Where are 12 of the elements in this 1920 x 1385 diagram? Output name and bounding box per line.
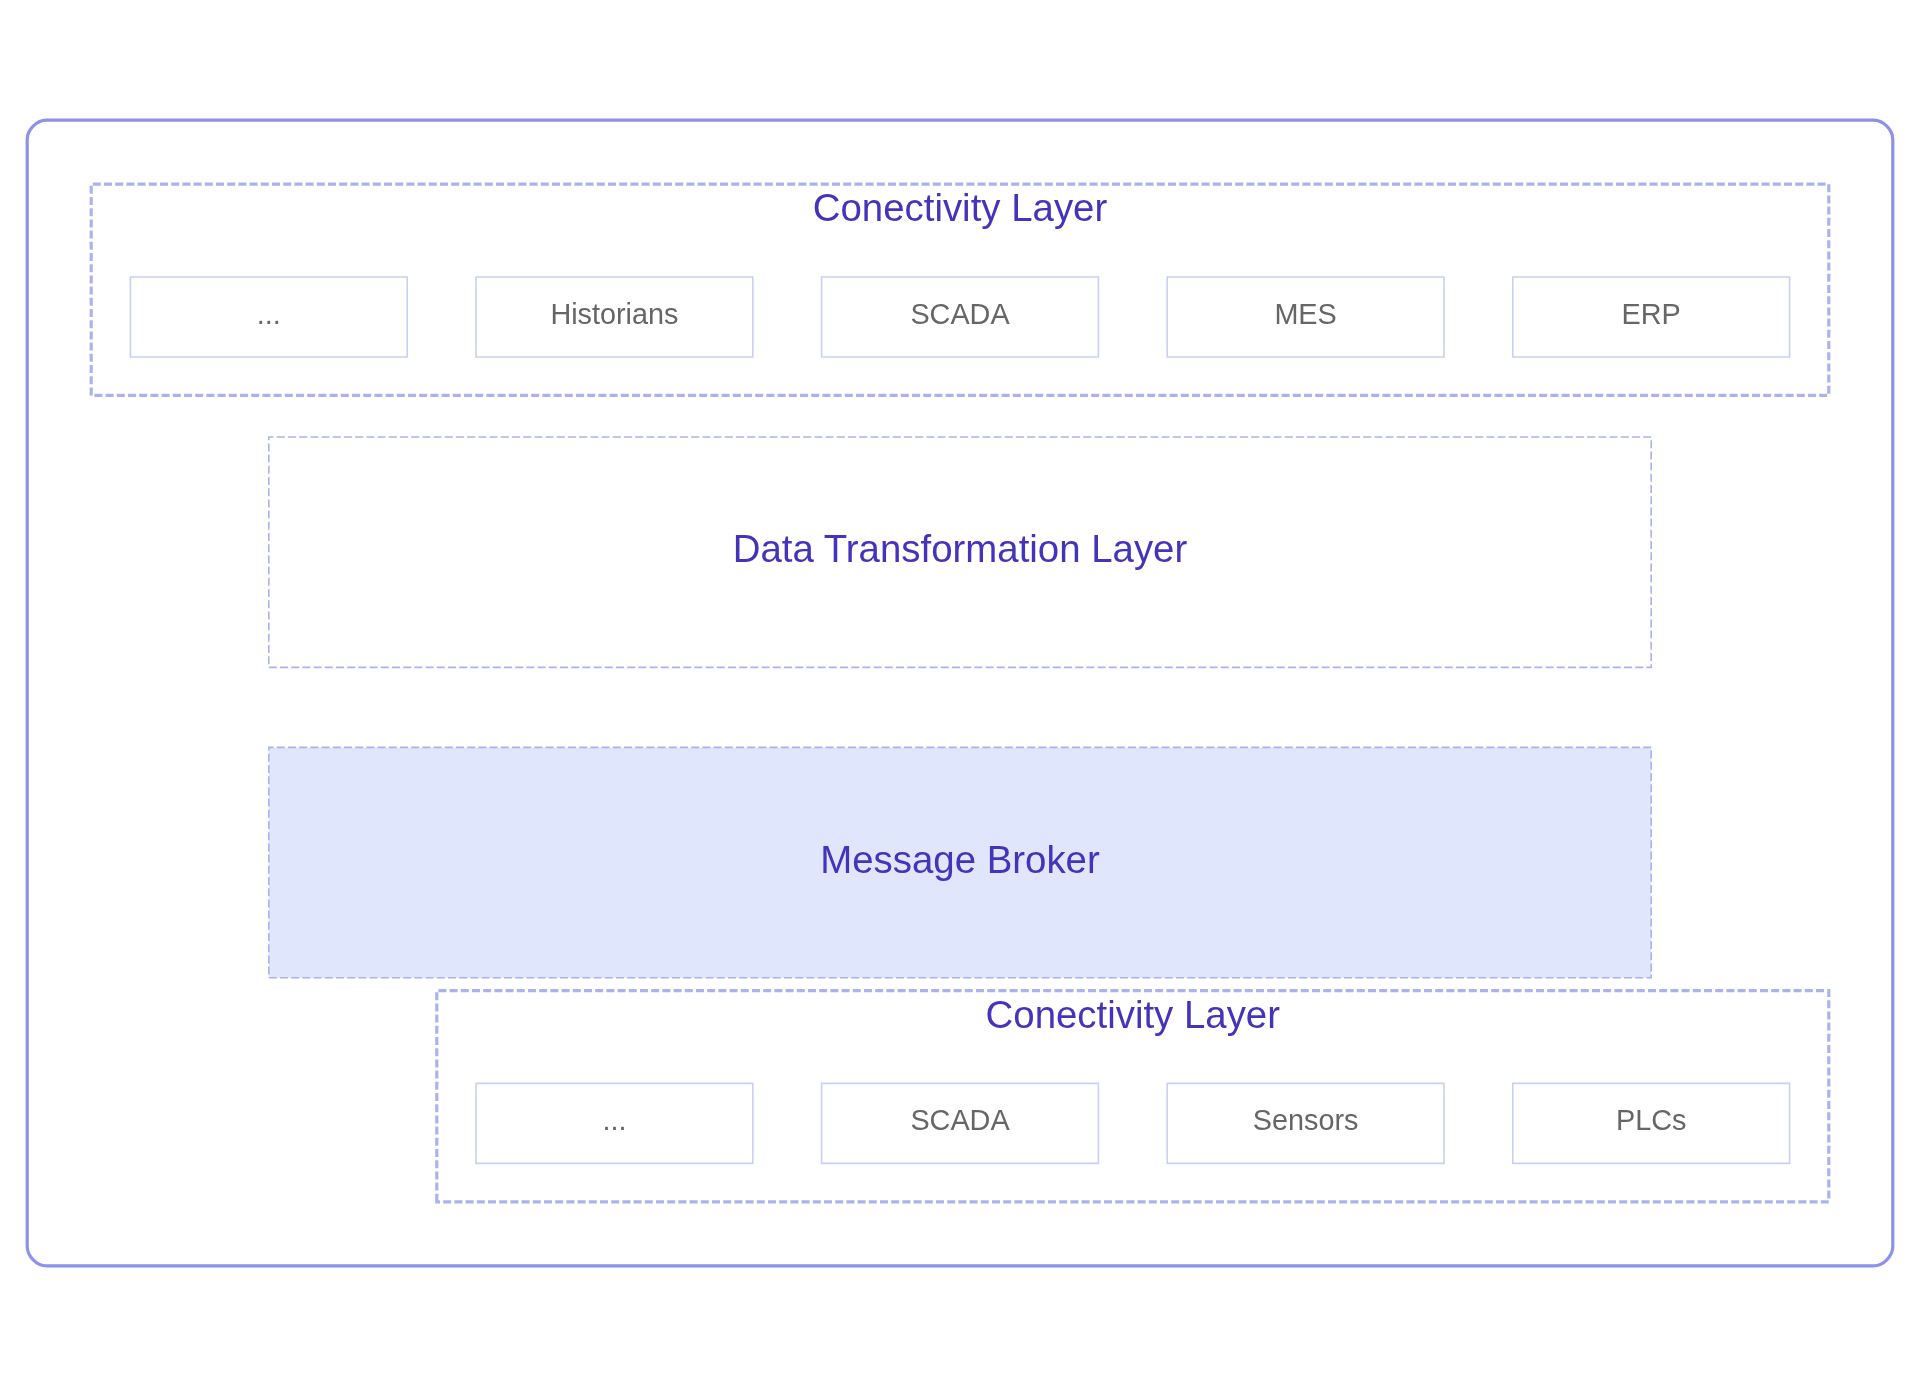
node-box: Sensors: [1166, 1082, 1445, 1164]
node-box: Historians: [475, 275, 754, 358]
node-box: SCADA: [820, 1082, 1100, 1164]
node-box: PLCs: [1512, 1082, 1791, 1164]
node-box: ...: [129, 275, 408, 358]
node-box: ERP: [1512, 275, 1791, 358]
node-box: SCADA: [820, 275, 1100, 358]
node-box: MES: [1166, 275, 1445, 358]
node-box: ...: [475, 1082, 754, 1164]
node-box: Data Transformation Layer: [268, 435, 1652, 668]
cluster: [25, 118, 1895, 1267]
node-box: Message Broker: [268, 746, 1652, 979]
